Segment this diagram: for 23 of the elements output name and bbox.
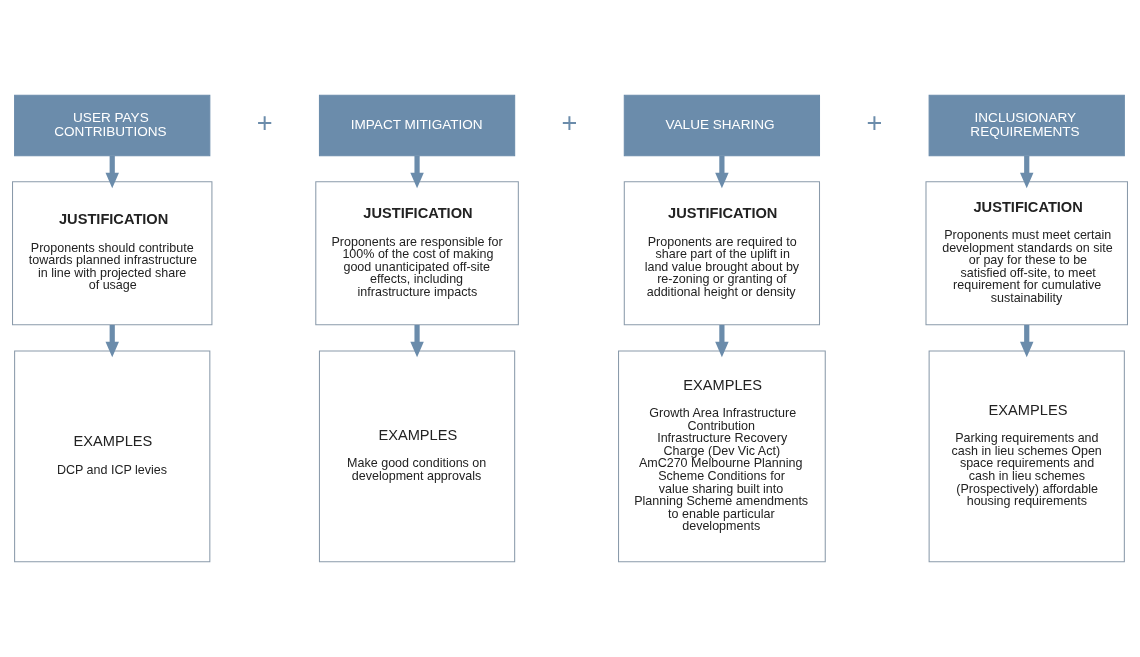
- node-box: JUSTIFICATION Proponents must meet certain development standards on site or pay for these to be satisfied off-site, to meet requirement for cumulative sustainability: [925, 181, 1128, 326]
- node-box: EXAMPLES Growth Area Infrastructure Contribution Infrastructure Recovery Charge (Dev Vic Act) AmC270 Melbourne Planning Scheme Conditions for value sharing built into Planning Scheme amendments to enable particular developments: [618, 350, 826, 563]
- arrow: [715, 156, 729, 189]
- node-box: JUSTIFICATION Proponents are responsible for 100% of the cost of making good unanticipated off-site effects, including infrastructure impacts: [315, 181, 519, 326]
- node-box: INCLUSIONARY REQUIREMENTS: [928, 94, 1125, 157]
- node-box: JUSTIFICATION Proponents should contribute towards planned infrastructure in line with projected share of usage: [12, 181, 213, 326]
- arrow: [1020, 324, 1034, 358]
- node-box: JUSTIFICATION Proponents are required to share part of the uplift in land value brought about by re-zoning or granting of additional height or density: [623, 181, 821, 326]
- node-box: EXAMPLES DCP and ICP levies: [14, 350, 211, 563]
- arrow: [105, 324, 119, 358]
- arrow: [410, 324, 424, 358]
- arrow: [105, 156, 119, 189]
- node-box: VALUE SHARING: [623, 94, 821, 157]
- label: +: [256, 107, 273, 139]
- node-box: EXAMPLES Make good conditions on development approvals: [318, 350, 516, 563]
- label: +: [866, 107, 883, 139]
- arrow: [1020, 156, 1034, 189]
- node-box: EXAMPLES Parking requirements and cash in lieu schemes Open space requirements and cash in lieu schemes (Prospectively) affordable housing requirements: [928, 350, 1125, 563]
- arrow: [715, 324, 729, 358]
- label: +: [561, 107, 578, 139]
- arrow: [410, 156, 424, 189]
- node-box: USER PAYS CONTRIBUTIONS: [14, 94, 211, 157]
- node-box: IMPACT MITIGATION: [318, 94, 516, 157]
